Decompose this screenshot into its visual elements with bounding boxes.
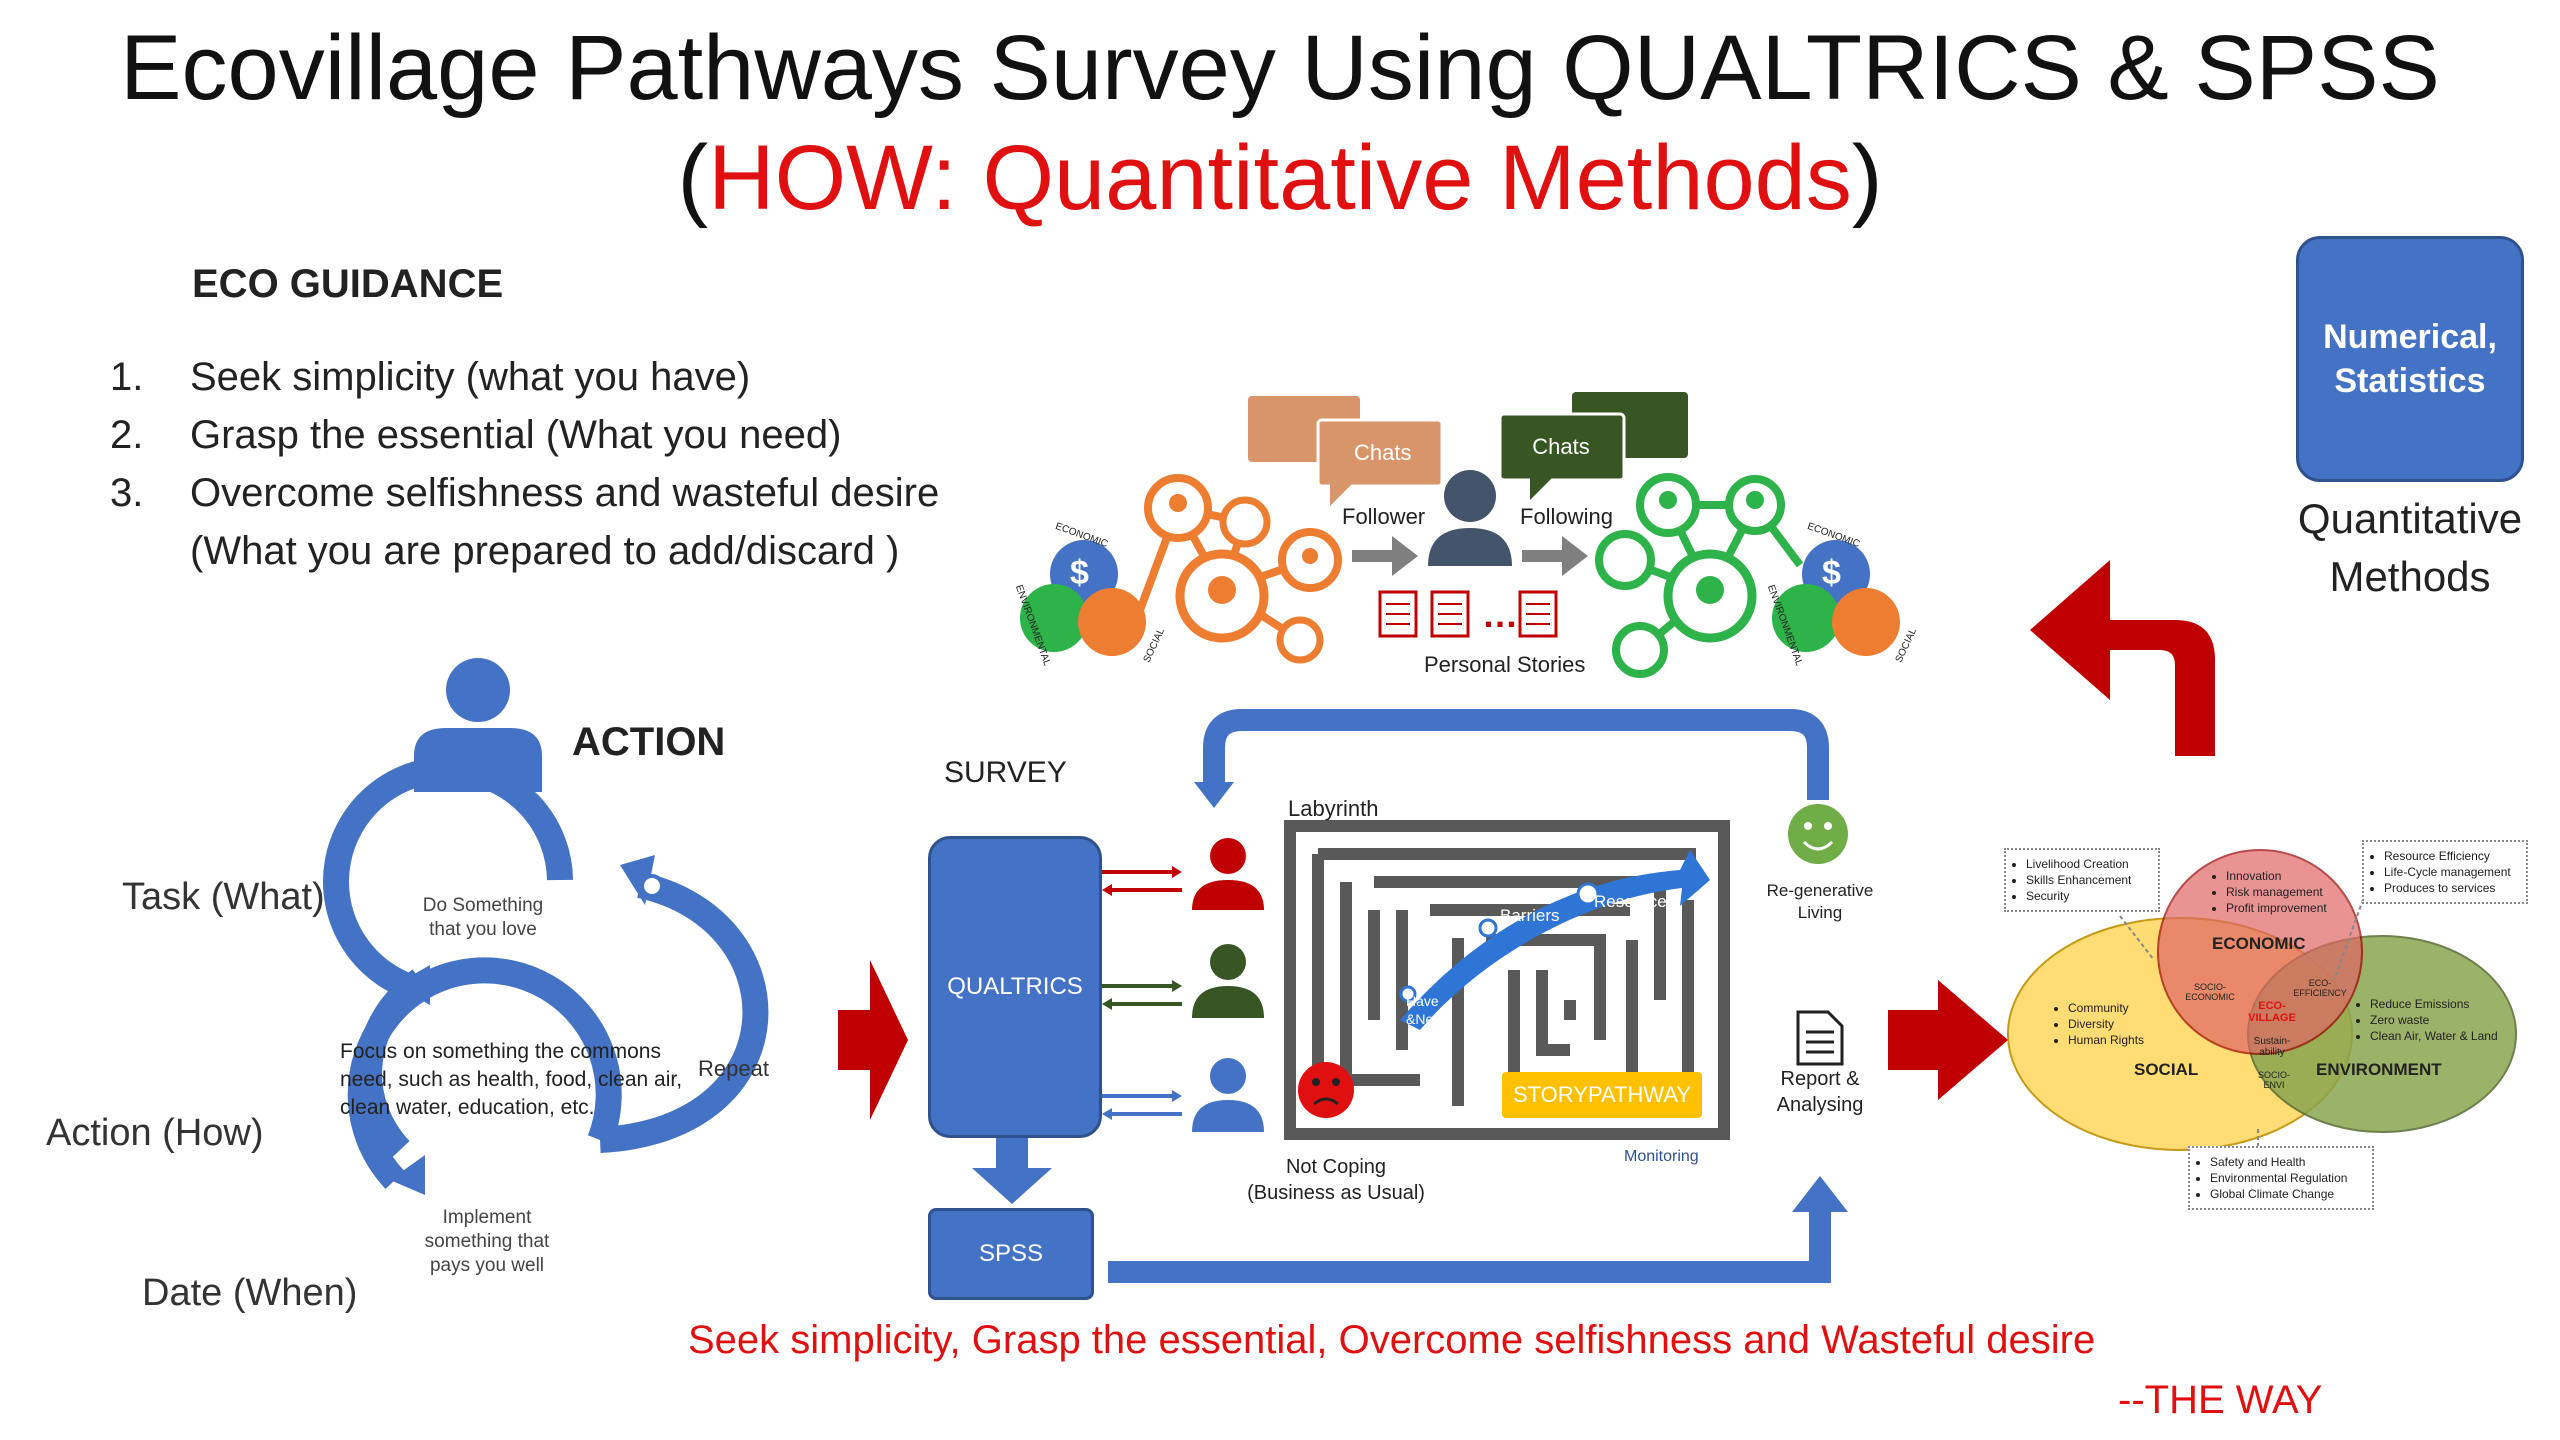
- happy-face-icon: [1788, 804, 1848, 864]
- step-do-something: Do Something that you love: [422, 895, 544, 940]
- venn-diagram: [2007, 849, 2517, 1154]
- cycle-arrows: [323, 756, 769, 1189]
- storypathway-label: STORYPATHWAY: [1502, 1072, 1702, 1118]
- pathway-arrow-icon: [1400, 850, 1710, 1030]
- survey-heading: SURVEY: [944, 756, 1067, 789]
- venn-box-bottom: Safety and Health Environmental Regulati…: [2188, 1146, 2374, 1210]
- red-arrow-to-venn-icon: [1888, 980, 2008, 1100]
- red-arrow-to-survey-icon: [838, 960, 908, 1120]
- story-document-icon: [1378, 590, 1558, 638]
- venn-economic-label: ECONOMIC: [2212, 934, 2306, 953]
- report-analysing-label: Report &Analysing: [1776, 1068, 1864, 1116]
- qualtrics-to-spss-arrow-icon: [972, 1136, 1052, 1204]
- venn-eco-village: ECO-VILLAGE: [2248, 1000, 2296, 1024]
- triple-bottom-line-globe-left-icon: [1020, 540, 1146, 656]
- currency-symbol-left: $: [1070, 554, 1089, 592]
- venn-social-items: Community Diversity Human Rights: [2052, 1000, 2144, 1048]
- network-right: [1595, 473, 1804, 678]
- chat-bubble-left-icon: [1248, 396, 1444, 506]
- task-what-label: Task (What): [122, 876, 325, 918]
- have-need-label: Have &Need: [1406, 993, 1449, 1027]
- venn-social-label: SOCIAL: [2134, 1060, 2199, 1079]
- respondent-red-icon: [1100, 838, 1264, 910]
- respondent-blue-icon: [1100, 1058, 1264, 1132]
- venn-environment-items: Reduce Emissions Zero waste Clean Air, W…: [2354, 996, 2498, 1044]
- follower-arrow-icon: [1352, 536, 1418, 576]
- step-implement: Implement something that pays you well: [424, 1207, 550, 1276]
- action-how-label: Action (How): [46, 1112, 264, 1154]
- sad-face-icon: [1298, 1062, 1354, 1118]
- venn-eco-efficiency: ECO-EFFICIENCY: [2293, 978, 2347, 998]
- not-coping-label: Not Coping(Business as Usual): [1247, 1156, 1425, 1204]
- spss-box: SPSS: [928, 1208, 1094, 1300]
- repeat-label: Repeat: [698, 1056, 769, 1081]
- triple-bottom-line-globe-right-icon: [1772, 540, 1900, 656]
- venn-socio-envi: SOCIO-ENVI: [2257, 1070, 2290, 1090]
- guidance-item: 3.Overcome selfishness and wasteful desi…: [110, 471, 940, 573]
- qualtrics-box: QUALTRICS: [928, 836, 1102, 1138]
- footer-guidance-line: Seek simplicity, Grasp the essential, Ov…: [688, 1318, 2096, 1362]
- footer-the-way: --THE WAY: [2118, 1378, 2323, 1422]
- follower-label: Follower: [1342, 504, 1426, 529]
- venn-box-top-left: Livelihood Creation Skills Enhancement S…: [2004, 848, 2160, 912]
- barriers-label: Barriers: [1500, 906, 1560, 925]
- stories-ellipsis: …: [1482, 594, 1518, 635]
- date-when-label: Date (When): [142, 1272, 358, 1314]
- action-heading: ACTION: [572, 720, 726, 764]
- guidance-item: 2.Grasp the essential (What you need): [110, 413, 842, 457]
- venn-sustainability: Sustain-ability: [2253, 1036, 2291, 1058]
- eco-guidance-list: 1.Seek simplicity (what you have) 2.Gras…: [110, 348, 970, 580]
- chats-right-label: Chats: [1532, 434, 1590, 459]
- eco-guidance-heading: ECO GUIDANCE: [192, 262, 504, 306]
- resources-label: Resources: [1594, 892, 1676, 911]
- page-subtitle: (HOW: Quantitative Methods): [677, 127, 1883, 229]
- step-focus-commons: Focus on something the commons need, suc…: [340, 1040, 683, 1119]
- page-title: Ecovillage Pathways Survey Using QUALTRI…: [120, 17, 2440, 119]
- following-arrow-icon: [1522, 536, 1588, 576]
- venn-socio-economic: SOCIO-ECONOMIC: [2185, 982, 2235, 1002]
- follower-person-icon: [1428, 470, 1512, 566]
- subtitle-highlight: HOW: Quantitative Methods: [708, 127, 1852, 229]
- respondent-green-icon: [1100, 944, 1264, 1018]
- chats-left-label: Chats: [1354, 440, 1412, 465]
- labyrinth-label: Labyrinth: [1288, 796, 1379, 821]
- report-document-icon: [1796, 1010, 1844, 1066]
- chat-bubble-right-icon: [1498, 392, 1688, 500]
- following-label: Following: [1520, 504, 1613, 529]
- personal-stories-label: Personal Stories: [1424, 652, 1586, 677]
- network-left: [1136, 474, 1342, 664]
- monitoring-label: Monitoring: [1624, 1148, 1699, 1165]
- currency-symbol-right: $: [1822, 554, 1841, 592]
- venn-box-top-right: Resource Efficiency Life-Cycle managemen…: [2362, 840, 2528, 904]
- venn-environment-label: ENVIRONMENT: [2316, 1060, 2442, 1079]
- guidance-item: 1.Seek simplicity (what you have): [110, 355, 751, 399]
- numerical-statistics-box: Numerical, Statistics: [2296, 236, 2524, 482]
- red-arrow-up-icon: [2030, 560, 2215, 756]
- labyrinth-maze: [1284, 820, 1730, 1140]
- venn-economic-items: Innovation Risk management Profit improv…: [2210, 868, 2327, 916]
